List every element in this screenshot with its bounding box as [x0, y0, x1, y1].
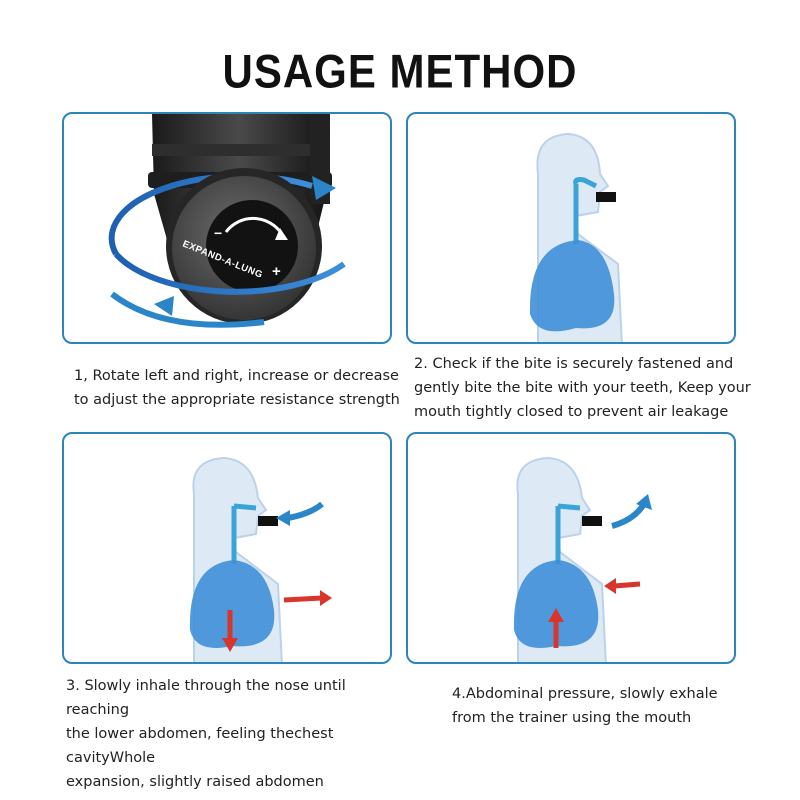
step-1-panel: − + EXPAND-A-LUNG: [62, 112, 392, 344]
rotate-arrow-icon: [154, 296, 174, 316]
exhale-illustration: [513, 456, 652, 662]
step-3-caption: 3. Slowly inhale through the nose until …: [66, 678, 346, 790]
pressure-arrow-icon: [283, 595, 323, 603]
inhale-illustration: [189, 456, 332, 662]
exhale-arrow-icon: [611, 502, 647, 529]
step-4-caption: 4.Abdominal pressure, slowly exhale from…: [452, 686, 718, 726]
step-3-panel: [62, 432, 392, 664]
minus-sign: −: [214, 225, 222, 241]
knob-illustration: − + EXPAND-A-LUNG: [108, 114, 346, 328]
bite-illustration: [529, 132, 623, 342]
inhale-arrow-icon: [287, 501, 324, 521]
step-2-panel: [406, 112, 736, 344]
rotate-arrow-icon: [275, 228, 288, 240]
page-title: USAGE METHOD: [222, 45, 578, 98]
plus-sign: +: [272, 263, 281, 280]
pressure-arrow-icon: [613, 581, 641, 589]
step-1-caption: 1, Rotate left and right, increase or de…: [74, 368, 400, 408]
trainer-mouthpiece: [596, 192, 616, 202]
step-2-caption: 2. Check if the bite is securely fastene…: [414, 356, 751, 420]
rotate-arrow-icon: [312, 176, 336, 200]
step-4-panel: [406, 432, 736, 664]
